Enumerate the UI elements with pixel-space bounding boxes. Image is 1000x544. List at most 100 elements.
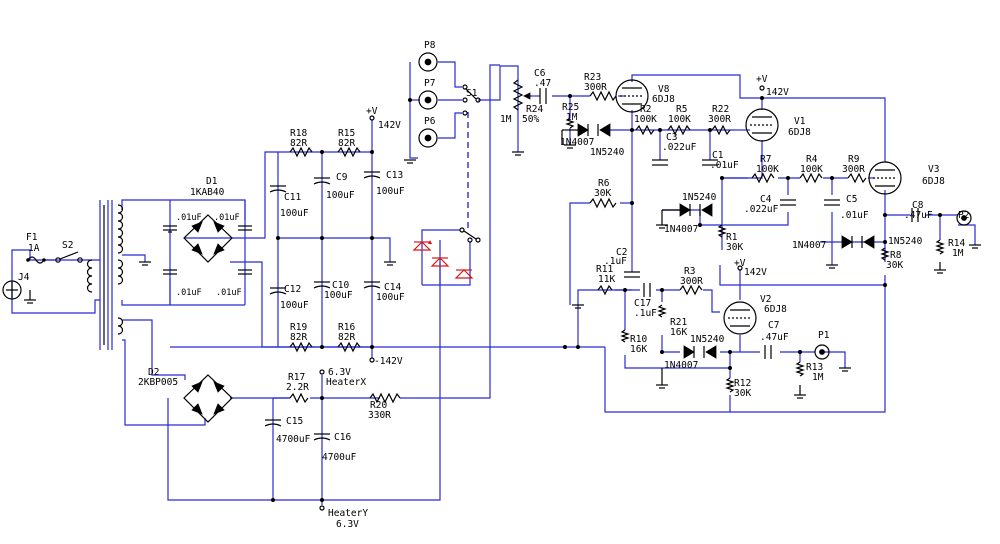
C5: C5 <box>846 194 857 205</box>
J4: J4 <box>18 272 30 283</box>
tube-v2 <box>723 301 757 335</box>
R25: R25 <box>562 102 579 113</box>
diodes-v1 <box>661 203 713 225</box>
diode-1n4007-a: 1N4007 <box>560 137 594 148</box>
diode-1n4007-b: 1N4007 <box>664 224 698 235</box>
jack-p2 <box>956 210 972 226</box>
heater-x: HeaterX <box>326 377 366 388</box>
potentiometer-r24 <box>512 79 531 111</box>
V8: V8 <box>658 84 670 95</box>
led-indicators <box>412 240 474 279</box>
R13-val: 1M <box>812 372 824 383</box>
R15: R15 <box>338 128 355 139</box>
C16-val: 4700uF <box>322 452 357 463</box>
C13: C13 <box>386 170 403 181</box>
diode-1n5240-d: 1N5240 <box>690 334 725 345</box>
C12: C12 <box>284 284 301 295</box>
resistor-r14 <box>935 239 945 255</box>
C16: C16 <box>334 432 351 443</box>
resistor-r6 <box>589 197 617 209</box>
resistor-r5 <box>667 124 691 136</box>
switch-s1-deck <box>459 227 481 243</box>
C10-val: 100uF <box>324 290 353 301</box>
capacitor-c1 <box>702 159 718 166</box>
diode-1n5240-a: 1N5240 <box>590 147 625 158</box>
labels: F1 1A S2 J4 D1 1KAB40 .01uF .01uF .01uF … <box>18 40 969 530</box>
C7: C7 <box>768 320 779 331</box>
switch-s2 <box>55 251 83 263</box>
R2: R2 <box>640 104 651 115</box>
ground-v8 <box>564 144 576 149</box>
tube-v3 <box>868 161 902 195</box>
plus-v-3: +V <box>734 258 746 269</box>
R1: R1 <box>726 232 738 243</box>
resistor-r15 <box>337 146 361 158</box>
capacitor-c15 <box>264 419 282 427</box>
R3: R3 <box>684 266 695 277</box>
jack-p1 <box>814 344 830 360</box>
C3: C3 <box>666 132 677 143</box>
R22-val: 300R <box>708 114 731 125</box>
R22: R22 <box>712 104 729 115</box>
P7: P7 <box>424 78 435 89</box>
D1-cap-a: .01uF <box>176 213 202 223</box>
R4-val: 100K <box>800 164 823 175</box>
C8: C8 <box>912 200 924 211</box>
R16-val: 82R <box>338 332 355 343</box>
V3: V3 <box>928 164 939 175</box>
diodes-v2 <box>683 345 717 359</box>
R17-val: 2.2R <box>286 382 309 393</box>
R18: R18 <box>290 128 307 139</box>
V1-part: 6DJ8 <box>788 127 811 138</box>
resistor-r7 <box>751 172 775 184</box>
C3-val: .022uF <box>662 142 697 153</box>
jack-p8 <box>418 52 438 72</box>
S1: S1 <box>466 88 478 99</box>
tube-v8 <box>615 79 649 113</box>
wiring <box>11 61 976 505</box>
R7: R7 <box>760 154 771 165</box>
capacitor-c4 <box>780 199 796 206</box>
R6-val: 30K <box>594 188 611 199</box>
capacitor-c9 <box>313 177 331 185</box>
resistor-r10 <box>620 329 630 343</box>
capacitor-c2 <box>624 271 640 278</box>
R20: R20 <box>370 400 387 411</box>
capacitor-c17 <box>643 283 651 297</box>
capacitor-c7 <box>764 345 772 359</box>
R24: R24 <box>526 104 543 115</box>
bridge-rectifier-d1 <box>163 214 252 275</box>
R7-val: 100K <box>756 164 779 175</box>
capacitor-c13 <box>363 171 381 179</box>
R8-val: 30K <box>886 260 903 271</box>
R12-val: 30K <box>734 388 751 399</box>
v-142-3: 142V <box>744 267 767 278</box>
C7-val: .47uF <box>760 332 789 343</box>
C5-val: .01uF <box>840 210 869 221</box>
ground-d1 <box>139 261 151 266</box>
capacitor-c5 <box>824 199 840 206</box>
transformer <box>86 204 124 345</box>
C11: C11 <box>284 192 301 203</box>
resistor-r20 <box>369 392 401 404</box>
R3-val: 300R <box>680 276 703 287</box>
capacitor-c12 <box>269 287 287 295</box>
P2: P2 <box>958 210 969 221</box>
C2: C2 <box>616 247 627 258</box>
ground-psu <box>384 261 396 266</box>
resistor-r23 <box>589 90 617 102</box>
heater-y-v: 6.3V <box>336 519 359 530</box>
R21-val: 16K <box>670 327 687 338</box>
capacitor-c14 <box>363 281 381 289</box>
resistor-r3 <box>679 284 703 296</box>
ground-p6 <box>404 159 416 164</box>
capacitor-c8 <box>911 208 919 222</box>
C17: C17 <box>634 298 651 309</box>
C12-val: 100uF <box>280 300 309 311</box>
heater-y: HeaterY <box>328 508 368 519</box>
D1: D1 <box>206 176 218 187</box>
C8-val: .47uF <box>904 210 933 221</box>
grounds-signal <box>572 224 981 399</box>
capacitor-c11 <box>269 185 287 193</box>
